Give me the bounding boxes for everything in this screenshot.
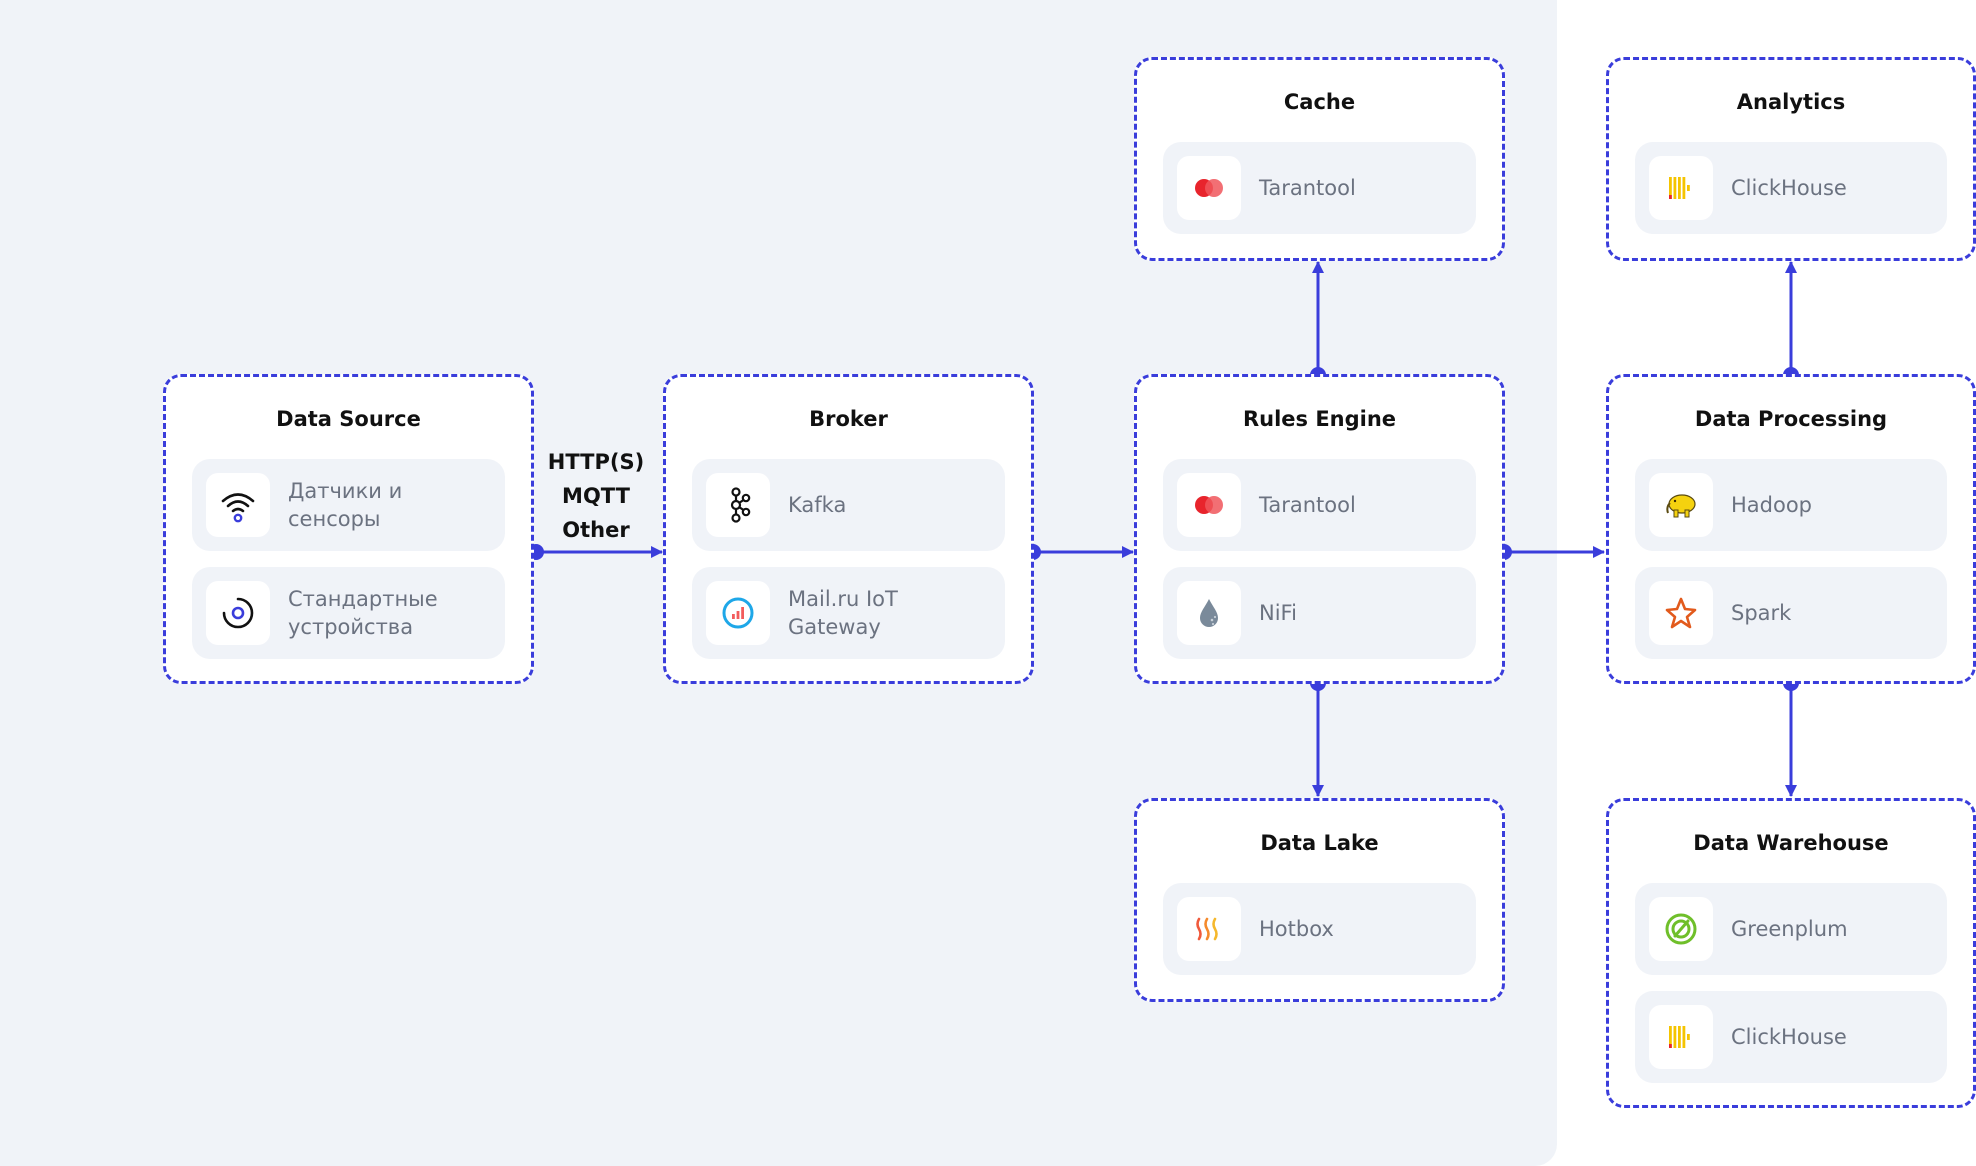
connector-broker-to-rules xyxy=(1025,544,1134,560)
component-label: Spark xyxy=(1731,601,1792,625)
component-item: Mail.ru IoT Gateway xyxy=(692,567,1005,659)
component-item: Hotbox xyxy=(1163,883,1476,975)
box-title: Data Processing xyxy=(1694,407,1888,431)
box-title: Data Warehouse xyxy=(1693,831,1889,855)
box-title: Rules Engine xyxy=(1242,407,1397,431)
box-title: Analytics xyxy=(1736,90,1846,114)
component-item: Hadoop xyxy=(1635,459,1947,551)
component-item: Tarantool xyxy=(1163,142,1476,234)
component-label: Tarantool xyxy=(1259,176,1356,200)
protocol-label: Other xyxy=(562,518,630,542)
component-item: Kafka xyxy=(692,459,1005,551)
component-item: Greenplum xyxy=(1635,883,1947,975)
component-item: Spark xyxy=(1635,567,1947,659)
iot-gateway-icon xyxy=(706,581,770,645)
protocol-label: MQTT xyxy=(562,484,630,508)
box-title: Broker xyxy=(809,407,888,431)
component-label: NiFi xyxy=(1259,601,1297,625)
component-label: ClickHouse xyxy=(1731,176,1847,200)
component-label: Hotbox xyxy=(1259,917,1334,941)
wifi-sensor-icon xyxy=(206,473,270,537)
analytics-box: Analytics ClickHouse xyxy=(1606,57,1976,261)
device-ring-icon xyxy=(206,581,270,645)
protocol-labels: HTTP(S) MQTT Other xyxy=(540,445,652,547)
spark-star-icon xyxy=(1649,581,1713,645)
component-label: Стандартные устройства xyxy=(288,587,438,639)
clickhouse-icon xyxy=(1649,1005,1713,1069)
component-item: NiFi xyxy=(1163,567,1476,659)
tarantool-icon xyxy=(1177,473,1241,537)
hadoop-elephant-icon xyxy=(1649,473,1713,537)
hotbox-icon xyxy=(1177,897,1241,961)
tarantool-icon xyxy=(1177,156,1241,220)
component-label: Mail.ru IoT Gateway xyxy=(788,587,898,639)
data-lake-box: Data Lake Hotbox xyxy=(1134,798,1505,1002)
component-label: Датчики и сенсоры xyxy=(288,479,403,531)
component-item: ClickHouse xyxy=(1635,991,1947,1083)
data-source-box: Data Source Датчики и сенсоры Стандартны… xyxy=(163,374,534,684)
data-warehouse-box: Data Warehouse Greenplum ClickHouse xyxy=(1606,798,1976,1108)
cache-box: Cache Tarantool xyxy=(1134,57,1505,261)
component-item: Tarantool xyxy=(1163,459,1476,551)
clickhouse-icon xyxy=(1649,156,1713,220)
connector-rules-to-cache xyxy=(1310,261,1326,383)
connector-rules-to-lake xyxy=(1310,675,1326,797)
component-label: Hadoop xyxy=(1731,493,1813,517)
rules-engine-box: Rules Engine Tarantool NiFi xyxy=(1134,374,1505,684)
box-title: Data Lake xyxy=(1260,831,1379,855)
box-title: Data Source xyxy=(276,407,421,431)
component-label: Kafka xyxy=(788,493,847,517)
component-label: ClickHouse xyxy=(1731,1025,1847,1049)
component-label: Tarantool xyxy=(1259,493,1356,517)
component-item: Стандартные устройства xyxy=(192,567,505,659)
connector-rules-to-processing xyxy=(1496,544,1605,560)
connector-processing-to-warehouse xyxy=(1783,675,1799,797)
box-title: Cache xyxy=(1283,90,1356,114)
connector-processing-to-analytics xyxy=(1783,261,1799,383)
broker-box: Broker Kafka Mail.ru IoT Ga xyxy=(663,374,1034,684)
kafka-icon xyxy=(706,473,770,537)
component-label: Greenplum xyxy=(1731,917,1848,941)
greenplum-icon xyxy=(1649,897,1713,961)
protocol-label: HTTP(S) xyxy=(547,450,645,474)
data-processing-box: Data Processing Hadoop Spark xyxy=(1606,374,1976,684)
nifi-icon xyxy=(1177,581,1241,645)
component-item: Датчики и сенсоры xyxy=(192,459,505,551)
component-item: ClickHouse xyxy=(1635,142,1947,234)
